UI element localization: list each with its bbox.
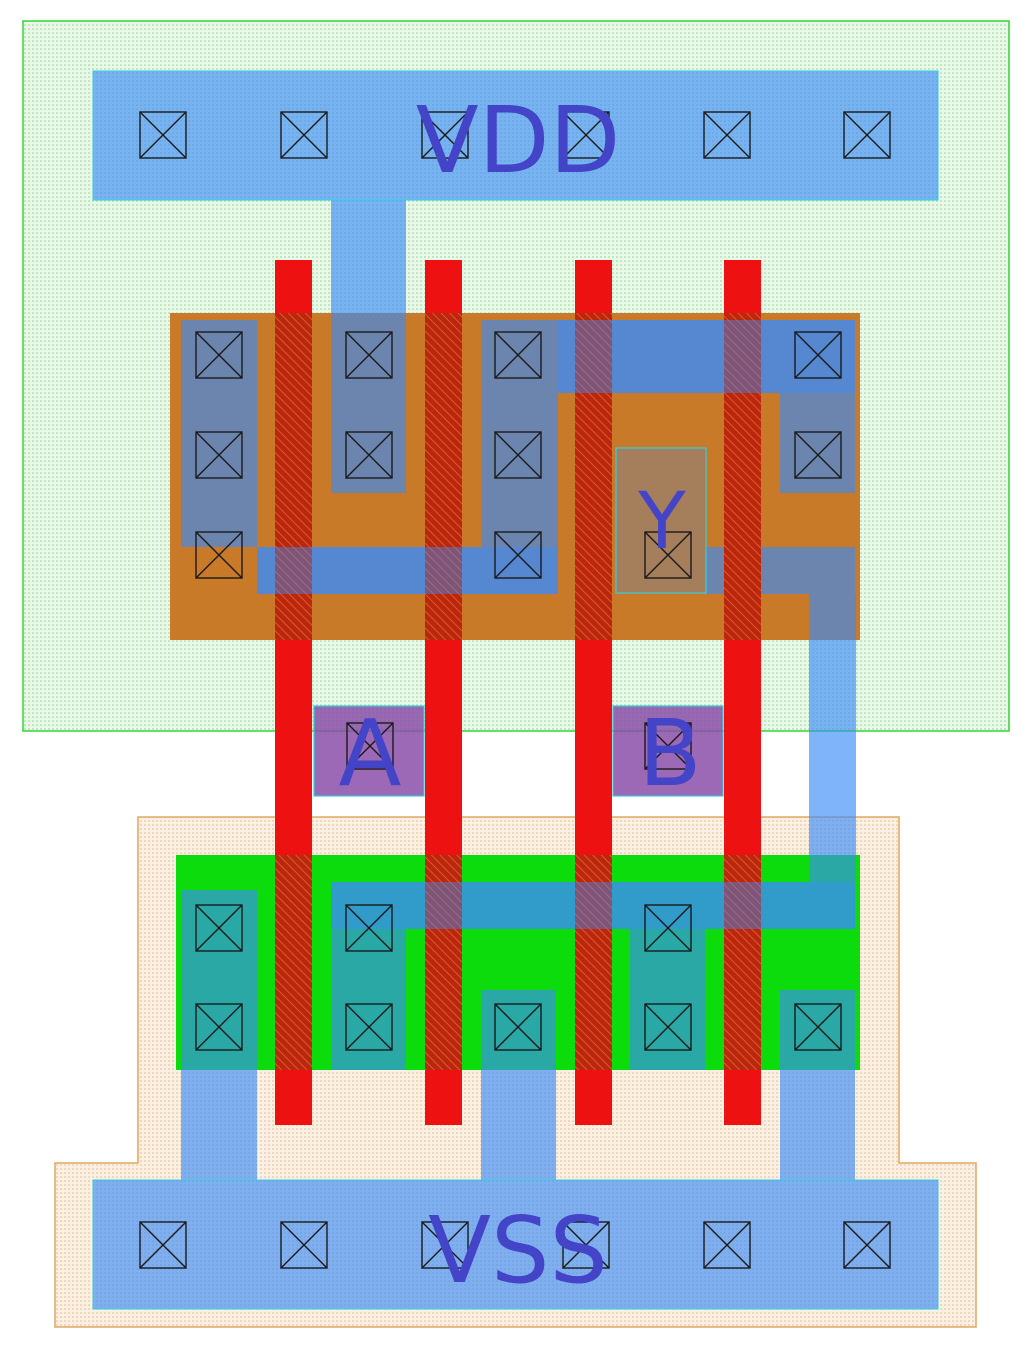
pin-a-label: A (339, 700, 402, 807)
n-mid-stub (630, 929, 705, 1070)
contact-7 (280, 1221, 328, 1269)
contact-21 (494, 531, 542, 579)
contact-1 (280, 111, 328, 159)
vss-strap-mid (481, 990, 556, 1180)
y-net-vertical (481, 320, 558, 547)
contact-13 (345, 331, 393, 379)
contact-15 (794, 331, 842, 379)
vdd-strap (331, 200, 406, 493)
pin-b-label: B (638, 700, 701, 807)
n-output-stub (331, 929, 406, 1070)
contact-24 (644, 722, 692, 770)
vss-rail (93, 1180, 938, 1309)
contact-2 (421, 111, 469, 159)
y-output-down (809, 594, 856, 882)
contact-23 (346, 722, 394, 770)
contact-5 (843, 111, 891, 159)
contact-29 (345, 1003, 393, 1051)
contact-10 (703, 1221, 751, 1269)
contact-4 (703, 111, 751, 159)
contact-27 (644, 904, 692, 952)
vdd-rail (93, 71, 938, 200)
contact-11 (843, 1221, 891, 1269)
contact-12 (195, 331, 243, 379)
vss-strap-right (780, 990, 855, 1180)
contact-22 (644, 531, 692, 579)
pin-b[interactable] (612, 705, 724, 797)
p-left-strap (181, 320, 257, 547)
contact-0 (139, 111, 187, 159)
contact-6 (139, 1221, 187, 1269)
p-right-strap (780, 393, 855, 493)
contact-25 (195, 904, 243, 952)
pin-y-label: Y (637, 477, 686, 567)
contact-14 (494, 331, 542, 379)
contact-array (139, 111, 891, 1269)
contact-31 (644, 1003, 692, 1051)
vdd-label: VDD (416, 87, 621, 194)
contact-16 (195, 431, 243, 479)
contact-3 (562, 111, 610, 159)
contact-17 (345, 431, 393, 479)
poly-layer (275, 260, 761, 1125)
contact-26 (345, 904, 393, 952)
vss-strap-left (181, 890, 257, 1180)
contact-20 (195, 531, 243, 579)
contact-18 (494, 431, 542, 479)
contact-32 (794, 1003, 842, 1051)
contact-28 (195, 1003, 243, 1051)
contact-19 (794, 431, 842, 479)
contact-30 (494, 1003, 542, 1051)
contact-9 (562, 1221, 610, 1269)
vss-label: VSS (428, 1197, 608, 1304)
contact-8 (421, 1221, 469, 1269)
pin-a[interactable] (313, 705, 425, 797)
